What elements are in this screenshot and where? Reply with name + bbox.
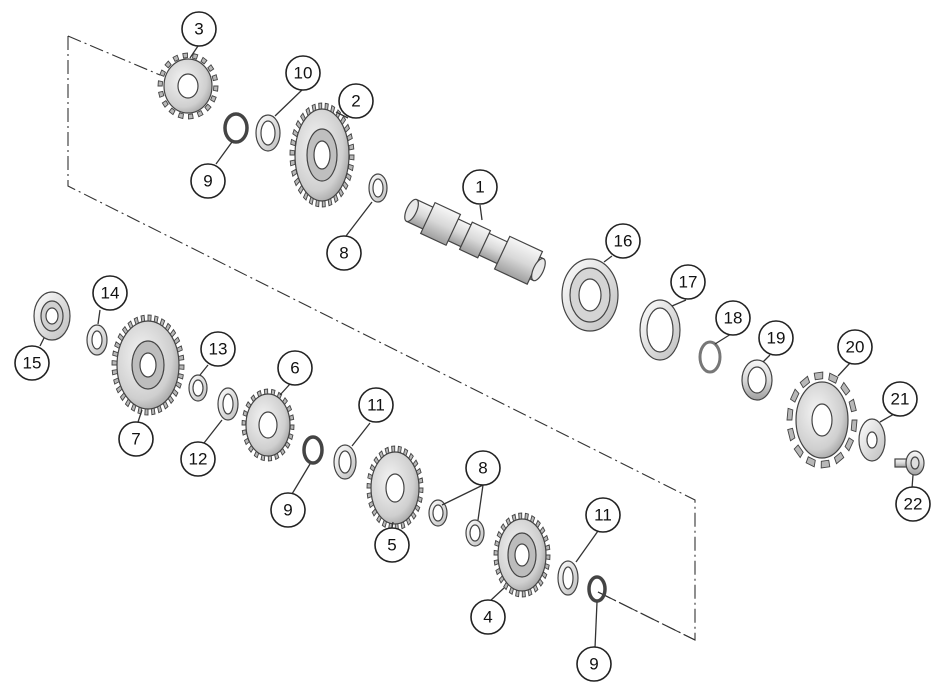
callout-6-label: 6 — [290, 359, 299, 378]
callout-11-middle-label: 11 — [367, 396, 385, 415]
callout-11-middle: 11 — [358, 387, 394, 423]
oring-part-18 — [698, 340, 722, 374]
callout-16: 16 — [605, 223, 641, 259]
callout-3-label: 3 — [194, 20, 203, 39]
callout-3: 3 — [181, 11, 217, 47]
callout-9-middle: 9 — [270, 492, 306, 528]
seal-part-17 — [639, 299, 681, 361]
callout-11-lower-label: 11 — [594, 506, 612, 525]
gear-part-7 — [111, 314, 185, 416]
callout-8-upper: 8 — [326, 235, 362, 271]
callout-13: 13 — [200, 331, 236, 367]
callout-21-label: 21 — [891, 390, 910, 409]
washer-part-12 — [217, 387, 239, 421]
gear-teeth — [157, 52, 219, 120]
bushing-part-8-lower-a — [428, 499, 448, 527]
callout-4: 4 — [470, 599, 506, 635]
callout-22: 22 — [895, 486, 931, 522]
callout-15: 15 — [14, 345, 50, 381]
gear-part-3 — [157, 52, 219, 120]
gear-part-6 — [241, 388, 295, 462]
callout-1-label: 1 — [475, 178, 484, 197]
gear-teeth — [241, 388, 295, 462]
callout-1: 1 — [462, 169, 498, 205]
callout-5: 5 — [374, 527, 410, 563]
callout-21: 21 — [882, 381, 918, 417]
gear-teeth — [366, 445, 424, 531]
callout-2: 2 — [338, 83, 374, 119]
lower-axis-line — [597, 591, 696, 641]
callout-11-lower: 11 — [585, 497, 621, 533]
callout-14: 14 — [92, 275, 128, 311]
callout-20-label: 20 — [846, 338, 865, 357]
callout-9-middle-label: 9 — [283, 501, 292, 520]
gear-teeth — [493, 512, 551, 598]
callout-9-upper: 9 — [190, 163, 226, 199]
callout-18-label: 18 — [724, 309, 743, 328]
washer-part-11-lower — [557, 560, 579, 596]
callout-19: 19 — [758, 320, 794, 356]
callout-17-label: 17 — [679, 273, 698, 292]
callout-9-lower: 9 — [576, 646, 612, 682]
callout-12-label: 12 — [189, 450, 208, 469]
spacer-part-19 — [741, 359, 773, 401]
washer-part-11-middle — [333, 444, 357, 480]
callout-5-label: 5 — [387, 536, 396, 555]
bushing-part-8-lower-b — [465, 519, 485, 547]
bearing-part-16 — [561, 258, 619, 332]
callout-2-label: 2 — [351, 92, 360, 111]
callout-8-lower: 8 — [465, 450, 501, 486]
callout-17: 17 — [670, 264, 706, 300]
leader-lines — [39, 45, 914, 649]
callout-18: 18 — [715, 300, 751, 336]
callout-8-lower-label: 8 — [478, 459, 487, 478]
washer-part-14 — [86, 324, 108, 356]
callout-13-label: 13 — [209, 340, 228, 359]
shaft-part-1 — [404, 198, 546, 286]
callout-22-label: 22 — [904, 495, 923, 514]
gear-teeth — [289, 102, 355, 208]
callout-4-label: 4 — [483, 608, 492, 627]
callout-6: 6 — [277, 350, 313, 386]
sprocket-part-20 — [786, 371, 858, 469]
bolt-part-22 — [894, 450, 925, 476]
gear-teeth — [786, 371, 858, 469]
callout-10: 10 — [285, 55, 321, 91]
callout-10-label: 10 — [294, 64, 313, 83]
callout-15-label: 15 — [23, 354, 42, 373]
callout-7: 7 — [118, 421, 154, 457]
callout-14-label: 14 — [101, 284, 120, 303]
bushing-part-8-upper — [368, 173, 388, 203]
circlip-part-9-middle — [302, 435, 324, 465]
callout-12: 12 — [180, 441, 216, 477]
gear-part-4 — [493, 512, 551, 598]
callout-9-lower-label: 9 — [589, 655, 598, 674]
gear-teeth — [111, 314, 185, 416]
callout-8-upper-label: 8 — [339, 244, 348, 263]
bearing-part-15 — [33, 291, 71, 341]
circlip-part-9-lower — [587, 575, 607, 603]
callout-16-label: 16 — [614, 232, 633, 251]
callout-9-upper-label: 9 — [203, 172, 212, 191]
callout-19-label: 19 — [767, 329, 786, 348]
washer-part-10 — [255, 114, 281, 152]
circlip-part-9-upper — [223, 112, 249, 144]
callout-7-label: 7 — [131, 430, 140, 449]
callout-20: 20 — [837, 329, 873, 365]
bushing-part-13 — [188, 374, 208, 402]
gear-part-2 — [289, 102, 355, 208]
washer-part-21 — [858, 418, 886, 462]
gear-part-5 — [366, 445, 424, 531]
